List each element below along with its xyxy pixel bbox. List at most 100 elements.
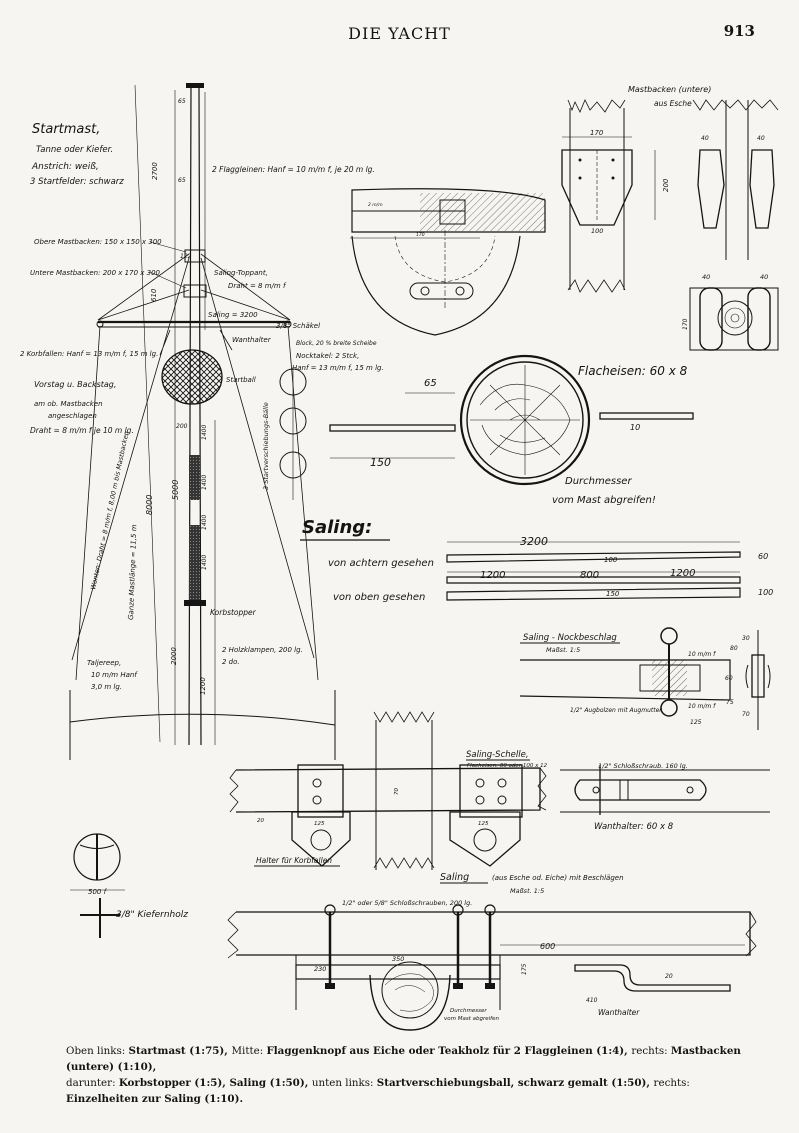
svg-text:65: 65 [178, 98, 186, 105]
svg-text:350: 350 [392, 955, 404, 963]
svg-text:von achtern gesehen: von achtern gesehen [328, 558, 434, 569]
mast-note-2: Anstrich: weiß, [31, 162, 99, 172]
svg-text:1/2" Schloßschraub. 160 lg.: 1/2" Schloßschraub. 160 lg. [598, 762, 688, 770]
svg-text:Draht = 8 m/m f: Draht = 8 m/m f [228, 282, 287, 290]
svg-text:230: 230 [314, 965, 326, 973]
svg-text:Startball: Startball [226, 376, 256, 384]
mast-note-1: Tanne oder Kiefer. [36, 145, 113, 155]
svg-text:175: 175 [521, 963, 528, 975]
svg-text:1200: 1200 [199, 677, 207, 695]
svg-text:Wanthalter: Wanthalter [598, 1008, 640, 1017]
svg-text:2700: 2700 [151, 162, 159, 180]
svg-text:Taljereep,: Taljereep, [87, 659, 121, 667]
svg-text:am ob. Mastbacken: am ob. Mastbacken [34, 400, 103, 408]
svg-text:Vorstag u. Backstag,: Vorstag u. Backstag, [34, 380, 116, 389]
svg-text:70: 70 [742, 711, 750, 718]
svg-text:200: 200 [176, 423, 188, 430]
deck-line [69, 713, 336, 726]
svg-text:10 m/m Hanf: 10 m/m Hanf [91, 671, 138, 679]
svg-text:Draht = 8 m/m f je 10 m lg.: Draht = 8 m/m f je 10 m lg. [30, 426, 134, 435]
svg-text:150: 150 [370, 456, 391, 469]
svg-text:2 Holzklampen, 200 lg.: 2 Holzklampen, 200 lg. [222, 646, 303, 654]
svg-text:65: 65 [424, 378, 437, 389]
svg-text:3/8" Kiefernholz: 3/8" Kiefernholz [116, 910, 188, 920]
mastbacken-drawing: Mastbacken (untere) aus Esche 170 200 10… [561, 85, 779, 351]
svg-text:Saling: Saling [440, 872, 469, 883]
svg-text:3/8" Schäkel: 3/8" Schäkel [276, 322, 320, 330]
svg-text:1400: 1400 [201, 475, 208, 490]
svg-text:vom Mast abgreifen: vom Mast abgreifen [444, 1016, 499, 1022]
svg-text:40: 40 [757, 135, 765, 142]
saling-schelle-drawing: Saling-Schelle, Flacheisen: 80 oder 100 … [229, 711, 548, 870]
flaggenknopf-drawing: 2 m/m 170 [350, 188, 546, 336]
svg-text:1400: 1400 [201, 515, 208, 530]
nockbeschlag-drawing: Saling - Nockbeschlag Maßst. 1:5 10 m/m … [519, 627, 771, 730]
startfeld-1 [189, 455, 200, 500]
svg-text:angeschlagen: angeschlagen [48, 412, 97, 420]
svg-text:8000: 8000 [145, 495, 154, 515]
svg-text:vom Mast abgreifen!: vom Mast abgreifen! [552, 495, 656, 506]
svg-text:600: 600 [540, 942, 555, 951]
svg-text:Flacheisen: 60 x 8: Flacheisen: 60 x 8 [578, 364, 688, 378]
svg-text:1200: 1200 [670, 568, 695, 579]
saling-heading: Saling: [302, 517, 372, 538]
svg-text:3 Startverschiebungs-Bälle: 3 Startverschiebungs-Bälle [262, 402, 270, 490]
svg-text:10 m/m f: 10 m/m f [688, 651, 716, 658]
svg-text:Mastbacken (untere): Mastbacken (untere) [628, 85, 711, 94]
svg-text:75: 75 [726, 699, 734, 706]
svg-text:70: 70 [394, 788, 400, 795]
svg-text:150: 150 [606, 590, 620, 598]
startball [161, 349, 223, 405]
svg-text:1400: 1400 [201, 425, 208, 440]
svg-text:1200: 1200 [480, 570, 505, 581]
saling-detail-drawing: Saling (aus Esche od. Eiche) mit Beschlä… [227, 872, 757, 1031]
svg-text:3,0 m lg.: 3,0 m lg. [91, 683, 122, 691]
korbstopper [184, 600, 206, 606]
svg-text:Block, 20 % breite Scheibe: Block, 20 % breite Scheibe [296, 340, 377, 347]
svg-text:20: 20 [257, 818, 264, 824]
svg-text:2000: 2000 [170, 647, 178, 665]
svg-text:(aus Esche od. Eiche) mit Besc: (aus Esche od. Eiche) mit Beschlägen [492, 874, 624, 882]
svg-text:Flacheisen: 80 oder 100 x 12: Flacheisen: 80 oder 100 x 12 [467, 763, 548, 769]
svg-text:60: 60 [758, 552, 768, 561]
svg-text:1/2" oder 5/8" Schloßschrauben: 1/2" oder 5/8" Schloßschrauben, 200 lg. [342, 899, 472, 907]
svg-text:40: 40 [701, 135, 709, 142]
svg-text:Hanf = 13 m/m f, 15 m lg.: Hanf = 13 m/m f, 15 m lg. [292, 364, 384, 372]
mast-section [466, 361, 584, 479]
startmast-drawing: Startmast, Tanne oder Kiefer. Anstrich: … [20, 83, 384, 760]
svg-text:125: 125 [314, 821, 325, 827]
startfeld-2 [189, 525, 200, 600]
svg-text:30: 30 [742, 635, 750, 642]
mast-pole [188, 87, 202, 746]
svg-text:1400: 1400 [201, 555, 208, 570]
svg-text:170: 170 [590, 129, 604, 137]
svg-text:10: 10 [630, 423, 640, 432]
svg-text:200: 200 [662, 178, 670, 192]
svg-text:60: 60 [725, 675, 733, 682]
svg-text:Maßst. 1:5: Maßst. 1:5 [546, 646, 580, 654]
svg-text:2 do.: 2 do. [222, 658, 240, 666]
svg-text:Nocktakel: 2 Stck,: Nocktakel: 2 Stck, [296, 352, 359, 360]
svg-text:800: 800 [580, 570, 599, 581]
svg-text:5000: 5000 [171, 480, 180, 500]
svg-text:Wanten: Draht = 8 m/m f, 8,00: Wanten: Draht = 8 m/m f, 8,00 m bis Mast… [89, 430, 130, 590]
svg-text:Wanthalter: 60 x 8: Wanthalter: 60 x 8 [594, 822, 674, 832]
svg-text:Korbstopper: Korbstopper [210, 608, 257, 617]
saling-views: Saling: von achtern gesehen von oben ges… [300, 517, 773, 603]
svg-text:Untere Mastbacken: 200 x 170 x: Untere Mastbacken: 200 x 170 x 300 [30, 269, 161, 277]
svg-text:Saling = 3200: Saling = 3200 [208, 311, 258, 319]
svg-text:125: 125 [690, 719, 702, 726]
svg-text:122: 122 [180, 253, 192, 260]
mast-title: Startmast, [32, 122, 100, 137]
svg-text:410: 410 [586, 997, 598, 1004]
svg-text:Halter für Korbfallen: Halter für Korbfallen [256, 856, 332, 865]
svg-text:2 m/m: 2 m/m [368, 202, 383, 208]
svg-text:3200: 3200 [520, 535, 548, 548]
svg-text:Saling - Nockbeschlag: Saling - Nockbeschlag [523, 633, 617, 643]
svg-text:Obere Mastbacken: 150 x 150 x: Obere Mastbacken: 150 x 150 x 300 [34, 238, 162, 246]
mast-stays [71, 253, 319, 681]
svg-text:100: 100 [604, 556, 618, 564]
flacheisen-drawing: Flacheisen: 60 x 8 65 150 10 Durchmesser… [329, 354, 694, 506]
svg-text:Durchmesser: Durchmesser [450, 1008, 487, 1014]
